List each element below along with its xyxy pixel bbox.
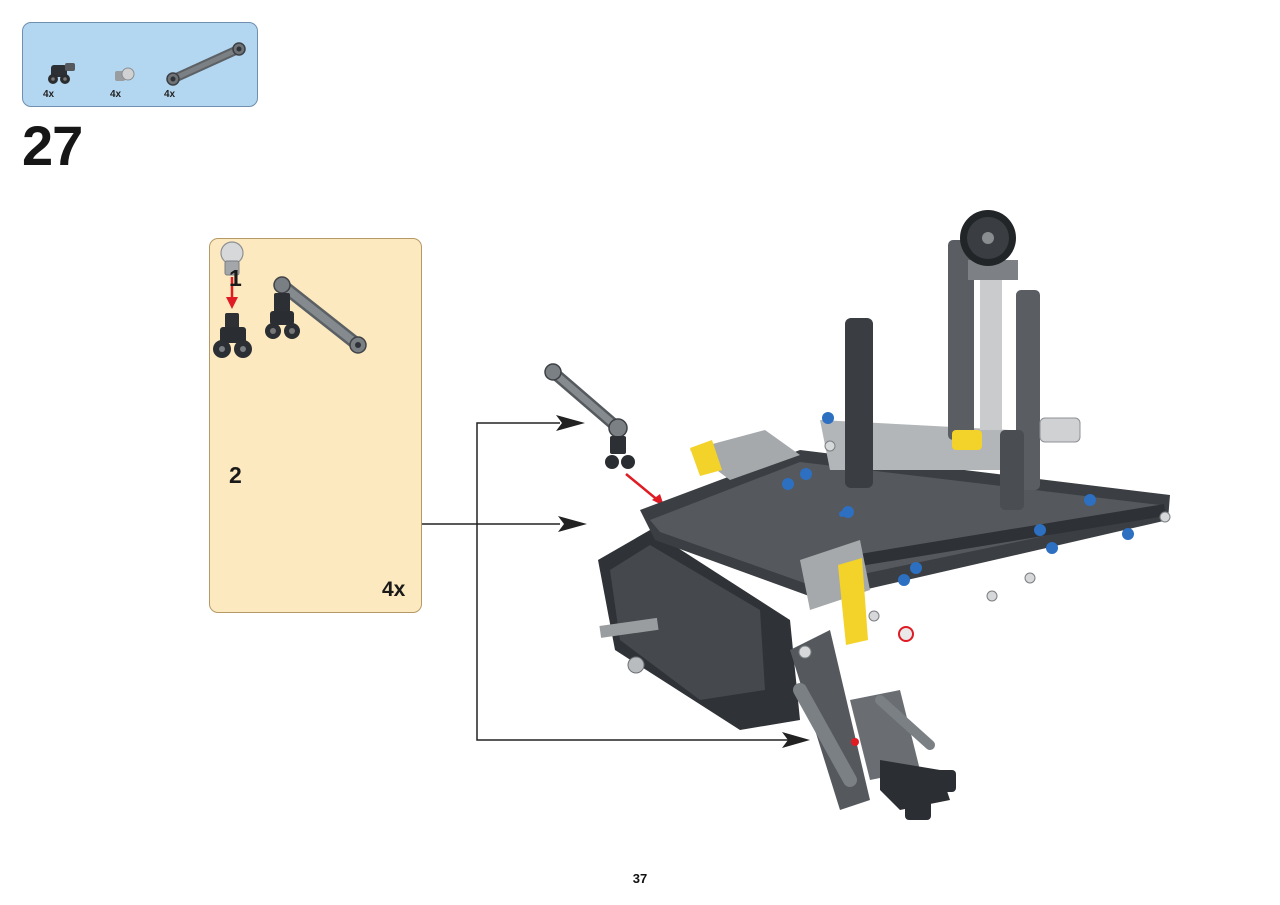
part-qty-3: 4x bbox=[164, 89, 176, 100]
step-number: 27 bbox=[22, 114, 83, 177]
callout-lines bbox=[422, 422, 795, 741]
part-qty-2: 4x bbox=[110, 89, 122, 100]
link-beam-icon bbox=[166, 42, 246, 86]
chassis-model bbox=[598, 210, 1171, 820]
sub-step-number-1: 1 bbox=[229, 265, 242, 291]
sub-step-number-2: 2 bbox=[229, 462, 242, 488]
parts-list-callout: 4x 4x 4x bbox=[22, 22, 258, 107]
link-with-connector-icon bbox=[265, 276, 368, 354]
pin-into-connector-icon bbox=[213, 241, 252, 358]
axle-pin-icon bbox=[115, 67, 135, 81]
attaching-link-part bbox=[544, 363, 664, 506]
page-number: 37 bbox=[632, 871, 648, 886]
connector-hub-icon bbox=[48, 63, 75, 84]
sub-assembly-multiplier: 4x bbox=[382, 578, 406, 601]
part-qty-1: 4x bbox=[43, 89, 55, 100]
sub-assembly-callout: 1 2 4x bbox=[209, 238, 422, 613]
callout-arrowheads bbox=[556, 415, 810, 748]
